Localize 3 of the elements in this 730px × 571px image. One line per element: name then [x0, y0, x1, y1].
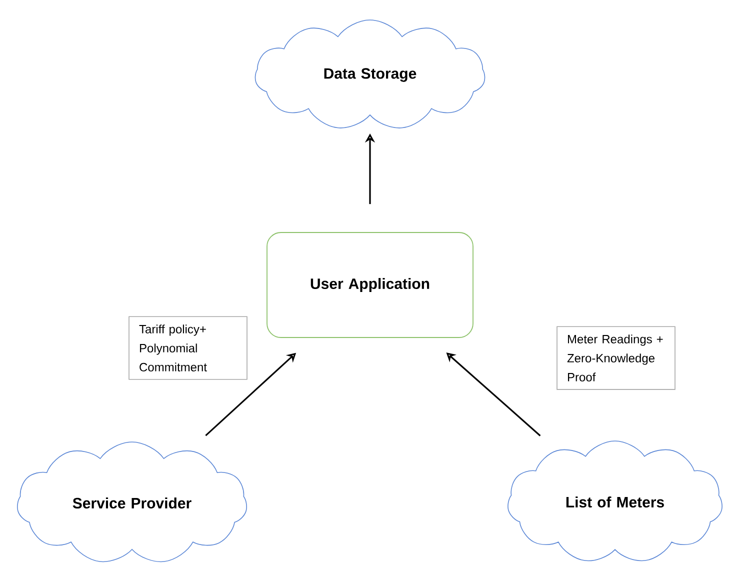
edge-label: Meter Readings + Zero-Knowledge Proof — [556, 326, 676, 390]
edge-label: Tariff policy+ Polynomial Commitment — [128, 316, 248, 380]
process-box: User Application — [266, 232, 474, 338]
